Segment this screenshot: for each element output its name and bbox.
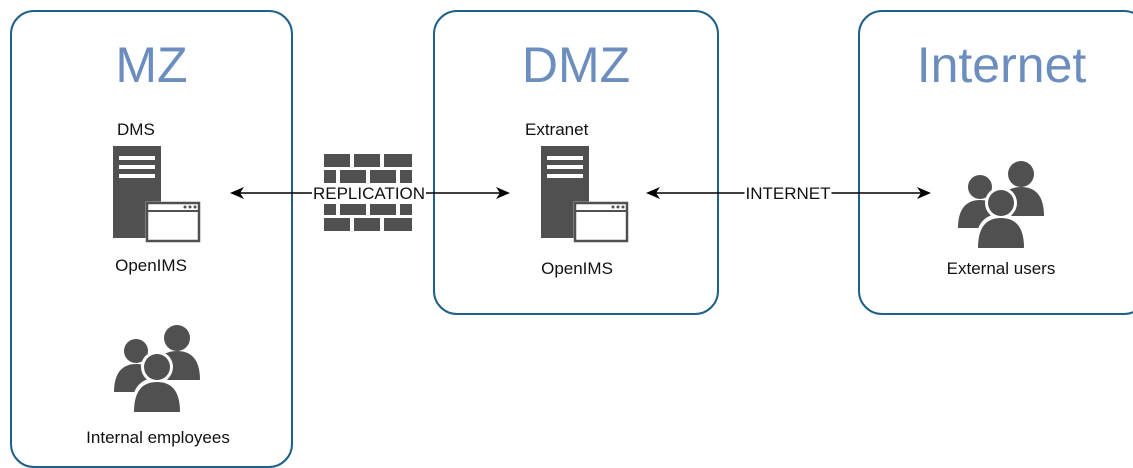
users-group-icon [958,161,1044,248]
extranet-label: Extranet [525,120,589,139]
internal-employees-label: Internal employees [86,428,230,447]
extranet-openims-label: OpenIMS [541,259,613,278]
zone-title-mz: MZ [115,37,188,93]
zone-title-internet: Internet [916,37,1087,93]
external-users-label: External users [946,259,1056,278]
zone-internet: Internet [858,10,1133,315]
internet-edge-label: INTERNET [744,184,832,204]
server-window-icon [113,146,201,243]
server-window-icon [541,146,629,243]
dms-label: DMS [117,120,155,139]
replication-edge-label: REPLICATION [311,184,427,204]
zone-title-dmz: DMZ [521,37,631,93]
dms-openims-label: OpenIMS [115,256,187,275]
users-group-icon [114,325,200,412]
